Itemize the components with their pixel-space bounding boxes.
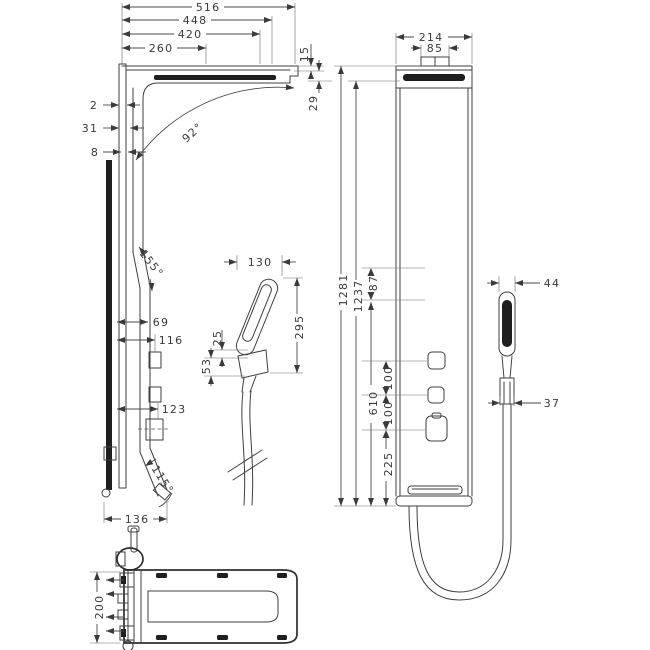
shelf-sprayface [154,75,276,80]
side-spout-cap [152,482,172,501]
dim-610-label: 610 [367,391,380,416]
side-view: 516 448 420 260 [82,1,332,526]
plan-outer-outline [123,569,298,644]
holder-pin [130,527,138,553]
dim-25-label: 25 [211,330,224,346]
dim-214-label: 214 [419,31,444,44]
plan-wall-brackets [106,569,142,644]
baton-handshower-head [498,291,516,357]
handshower-front: 44 37 [487,276,560,410]
dim-295: 295 [270,277,306,374]
handshower-grip [241,375,257,393]
side-panel-profile [121,65,299,501]
side-top-dimensions: 516 448 420 260 [121,1,296,64]
side-button-1 [148,351,162,369]
hose-loop-inner [416,403,504,593]
handshower-face [242,284,272,342]
side-bottom-bracket [103,446,117,461]
dim-25-53: 25 53 [200,330,248,386]
plan-view: 200 [90,525,298,650]
handshower-detail: 130 295 25 [200,255,306,506]
dim-15-label: 15 [298,46,311,62]
dim-1237-label: 1237 [352,280,365,313]
front-spout-slot [407,485,463,495]
handshower-holder [237,349,269,379]
dim-69-label: 69 [153,316,169,329]
front-overhead-sprayface [403,74,465,81]
hose-line-2 [249,390,254,506]
plan-body [123,569,298,644]
side-spout-outer [149,447,168,491]
side-offset-dimensions: 69 116 123 [117,316,187,419]
dim-37-label: 37 [544,397,560,410]
side-thermostat-knob [145,418,164,441]
hose-loop-outer [408,403,512,601]
baton-handshower-collar [499,377,515,405]
plan-panel-profile [147,590,279,623]
dim-1281-label: 1281 [337,274,350,307]
angle-155-label: 155° [137,247,167,280]
dim-516-label: 516 [196,1,221,14]
dim-37: 37 [488,396,560,410]
baton-handshower-face [502,300,512,347]
front-base-cap [395,495,473,507]
holder-body [116,547,144,571]
dim-44: 44 [487,276,560,292]
side-wall-plate [101,63,127,498]
angle-115: 115° [144,458,177,508]
front-button-1 [427,351,446,370]
dim-31-label: 31 [82,122,98,135]
dim-260-label: 260 [149,42,174,55]
panel-back-edge [132,87,141,453]
dim-130-label: 130 [248,256,273,269]
dim-87-label: 87 [367,275,380,291]
dim-420-label: 420 [178,28,203,41]
plan-handshower-holder [115,525,144,650]
angle-92: 92° [135,84,295,161]
dim-295-label: 295 [293,315,306,340]
front-panel [395,56,512,601]
handshower-head [235,278,279,356]
plan-bottom-knob [122,640,134,650]
dim-123-label: 123 [162,403,187,416]
dim-116-label: 116 [159,334,184,347]
dim-29-label: 29 [307,95,320,111]
dim-136-label: 136 [125,513,150,526]
angle-155: 155° [137,246,167,292]
dim-2-label: 2 [90,99,98,112]
dim-53-label: 53 [200,358,213,374]
side-mounting-rail [106,160,112,490]
hose-break-mark-1 [227,449,263,473]
shelf-outline [121,65,299,84]
front-view: 214 85 [334,31,512,601]
side-bottom-hook [101,488,111,498]
dim-136: 136 [103,500,168,526]
dim-100-lower-label: 100 [382,401,395,426]
baton-handshower-neck [501,355,513,379]
angle-115-label: 115° [149,463,177,496]
angle-92-label: 92° [180,120,206,145]
dim-448-label: 448 [183,14,208,27]
front-top-dimensions: 214 85 [395,31,473,64]
dim-225-label: 225 [382,452,395,477]
shelf-thickness-dims: 15 29 [294,44,332,111]
dim-85-label: 85 [427,42,443,55]
side-left-dimensions: 2 31 8 [82,99,146,159]
dim-8-label: 8 [91,146,99,159]
side-button-2 [148,386,162,403]
front-button-2 [427,386,445,404]
handshower-side [227,278,279,506]
front-button-3 [425,415,448,442]
dim-44-label: 44 [544,277,560,290]
dim-200: 200 [90,571,120,644]
front-vertical-dimensions: 1281 1237 87 610 100 100 225 [334,65,427,507]
dim-100-upper-label: 100 [382,366,395,391]
dim-130: 130 [224,255,296,276]
hose-break-mark-2 [232,457,268,481]
dim-200-label: 200 [93,595,106,620]
hose-line-1 [241,391,246,506]
